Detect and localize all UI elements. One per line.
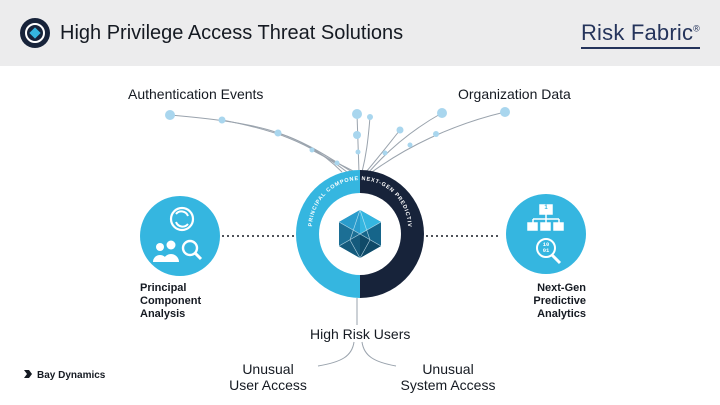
input-dot [275,130,282,137]
output-label-right-line: Unusual [396,361,500,377]
output-label-left-line: User Access [228,377,308,393]
connector-line [372,112,505,172]
left-node-label-line: Analysis [140,308,201,321]
right-node-label: Next-Gen Predictive Analytics [522,282,586,321]
left-node-label-line: Principal [140,282,201,295]
left-arc-text: PRINCIPAL COMPONENT ANALYSIS [0,0,359,227]
input-dot [408,143,413,148]
output-label-left: Unusual User Access [228,361,308,393]
input-dot [353,131,361,139]
footer-company-name: Bay Dynamics [37,370,105,381]
output-label-right-line: System Access [396,377,500,393]
right-node-label-line: Predictive [522,295,586,308]
input-dot [500,107,510,117]
binary-line-2: 01 [543,247,550,254]
input-label-right: Organization Data [458,86,571,102]
input-dot [165,110,175,120]
connector-line [318,342,354,366]
right-node-label-line: Analytics [522,308,586,321]
output-label-right: Unusual System Access [396,361,500,393]
input-dots [165,107,510,166]
connector-line [357,114,359,172]
input-dot [310,148,315,153]
left-node [140,196,220,276]
input-dot [433,131,439,137]
connector-line [278,133,352,172]
input-dot [383,151,388,156]
left-node-label-line: Component [140,295,201,308]
bay-dynamics-mark-icon [24,370,34,378]
right-node-label-line: Next-Gen [522,282,586,295]
input-dot [352,109,362,119]
connector-line [222,120,347,172]
input-dot [397,127,404,134]
input-dot [367,114,373,120]
input-dot [219,117,226,124]
output-label-left-line: Unusual [228,361,308,377]
connector-line [362,342,396,366]
output-label-main: High Risk Users [310,326,410,342]
connector-line [170,115,342,172]
right-node: 1 10 01 [506,194,586,274]
connector-line [369,113,442,172]
input-dot [335,161,340,166]
input-dot [356,150,361,155]
input-label-left: Authentication Events [128,86,263,102]
connector-line [366,130,400,172]
connector-line [362,117,370,172]
footer-company-logo: Bay Dynamics [24,370,105,381]
input-dot [437,108,447,118]
left-node-label: Principal Component Analysis [140,282,201,321]
connector-line [312,150,355,172]
